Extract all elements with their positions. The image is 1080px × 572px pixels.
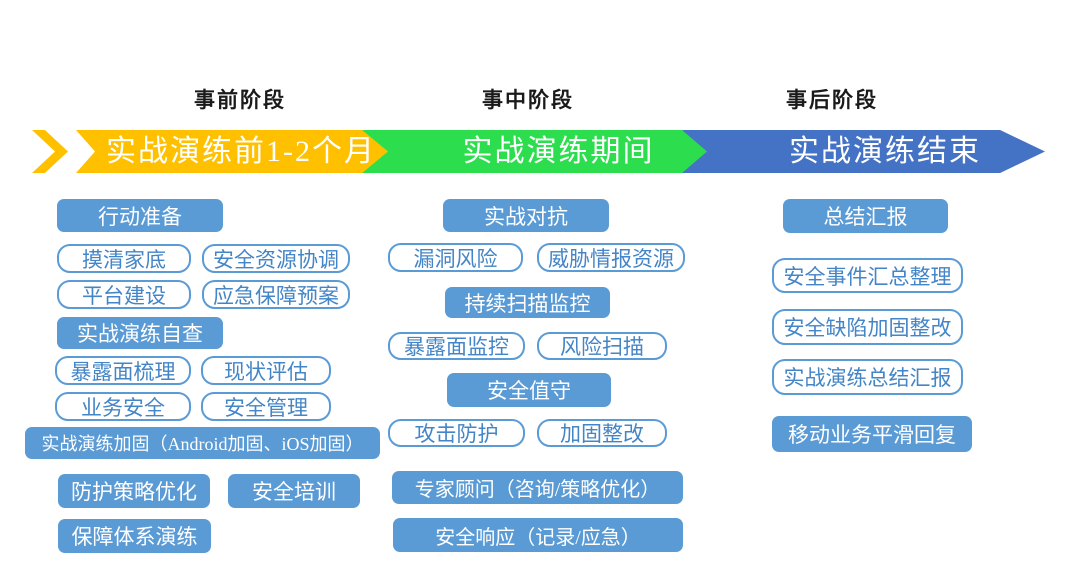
box-hardening-rectification: 加固整改 xyxy=(537,419,667,447)
box-risk-scanning: 风险扫描 xyxy=(537,332,667,360)
box-support-system-drill: 保障体系演练 xyxy=(58,519,211,553)
phase-header-pre: 事前阶段 xyxy=(194,89,286,112)
box-vulnerability-risk: 漏洞风险 xyxy=(388,243,523,272)
box-mobile-business-smooth-recovery: 移动业务平滑回复 xyxy=(772,416,972,452)
box-clarify-assets: 摸清家底 xyxy=(57,244,191,273)
chevron-icon xyxy=(32,130,68,173)
box-security-resource-coordination: 安全资源协调 xyxy=(202,244,350,273)
phase-header-during: 事中阶段 xyxy=(482,89,574,112)
phase-header-post: 事后阶段 xyxy=(786,89,878,112)
banner-during-drill: 实战演练期间 xyxy=(360,130,707,173)
banner-pre-drill: 实战演练前1-2个月 xyxy=(76,130,388,173)
box-summary-report: 总结汇报 xyxy=(783,199,948,233)
box-business-security: 业务安全 xyxy=(55,392,191,421)
banner-post-drill: 实战演练结束 xyxy=(680,130,1045,173)
box-exposure-surface-monitoring: 暴露面监控 xyxy=(388,332,525,360)
box-emergency-support-plan: 应急保障预案 xyxy=(202,280,350,309)
box-expert-consultant: 专家顾问（咨询/策略优化） xyxy=(392,471,683,504)
box-security-management: 安全管理 xyxy=(201,392,331,421)
box-status-assessment: 现状评估 xyxy=(201,356,331,385)
box-drill-summary-report: 实战演练总结汇报 xyxy=(772,359,963,395)
box-attack-protection: 攻击防护 xyxy=(388,419,525,447)
box-live-confrontation: 实战对抗 xyxy=(443,199,609,232)
box-protection-strategy-optimization: 防护策略优化 xyxy=(58,474,210,508)
box-security-training: 安全培训 xyxy=(228,474,360,508)
box-security-incident-collation: 安全事件汇总整理 xyxy=(772,258,963,293)
box-threat-intel-resources: 威胁情报资源 xyxy=(537,243,685,272)
box-platform-construction: 平台建设 xyxy=(57,280,191,309)
box-action-preparation: 行动准备 xyxy=(57,199,223,232)
box-security-defect-hardening: 安全缺陷加固整改 xyxy=(772,309,963,345)
box-drill-self-check: 实战演练自查 xyxy=(57,317,223,349)
box-exposure-surface-sorting: 暴露面梳理 xyxy=(55,356,191,385)
box-security-response: 安全响应（记录/应急） xyxy=(393,518,683,552)
box-drill-hardening: 实战演练加固（Android加固、iOS加固） xyxy=(25,427,380,459)
box-security-duty: 安全值守 xyxy=(447,373,611,407)
box-continuous-scan-monitoring: 持续扫描监控 xyxy=(445,287,610,318)
